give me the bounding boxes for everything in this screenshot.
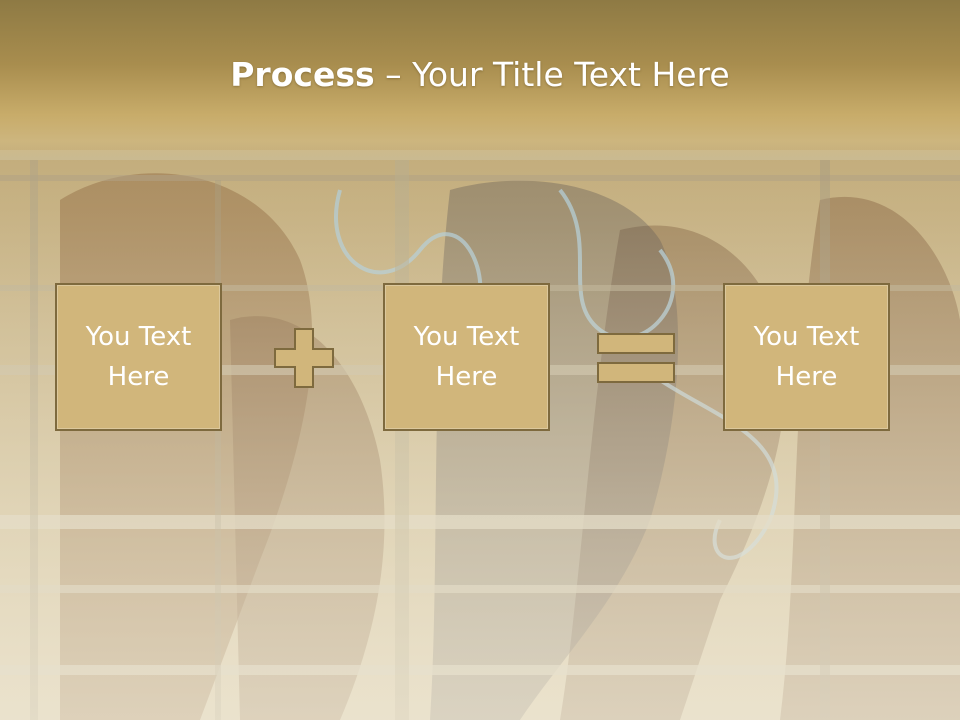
process-box-3-text: You Text Here bbox=[753, 322, 860, 392]
process-box-3: You Text Here bbox=[723, 283, 890, 431]
process-box-2: You Text Here bbox=[383, 283, 550, 431]
title-band bbox=[0, 0, 960, 160]
slide-title: Process – Your Title Text Here bbox=[0, 52, 960, 98]
title-bold-part: Process bbox=[230, 55, 375, 94]
title-rest-part: – Your Title Text Here bbox=[374, 55, 730, 94]
equals-icon bbox=[597, 333, 675, 383]
process-box-1-text: You Text Here bbox=[85, 322, 192, 392]
process-box-2-text: You Text Here bbox=[413, 322, 520, 392]
process-box-1: You Text Here bbox=[55, 283, 222, 431]
plus-icon bbox=[274, 328, 334, 388]
